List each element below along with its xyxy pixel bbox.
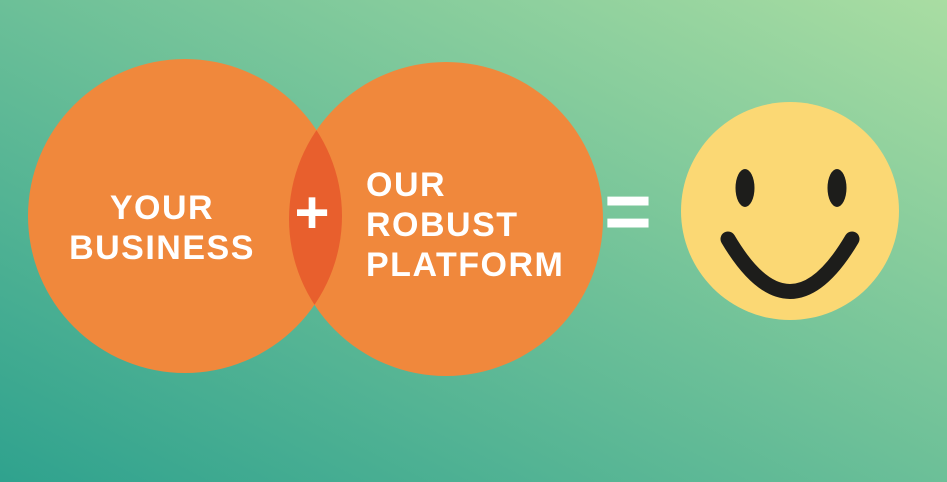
smiley-face-icon — [681, 102, 899, 320]
right-circle-label-line-3: PLATFORM — [366, 246, 565, 284]
smiley-left-eye — [735, 169, 755, 207]
right-circle-label: OUR ROBUST PLATFORM — [366, 165, 564, 285]
left-circle — [28, 59, 342, 373]
left-circle-label-line-2: BUSINESS — [69, 229, 255, 267]
right-circle-label-line-1: OUR — [366, 166, 447, 204]
equals-sign: = — [604, 166, 652, 257]
smiley-mouth — [720, 231, 860, 299]
right-circle-label-line-2: ROBUST — [366, 206, 519, 244]
plus-sign: + — [294, 178, 330, 246]
smiley-right-eye — [827, 169, 847, 207]
left-circle-label: YOUR BUSINESS — [32, 188, 292, 268]
left-circle-label-line-1: YOUR — [109, 189, 215, 227]
right-circle — [289, 62, 603, 376]
smiley-head — [681, 102, 899, 320]
